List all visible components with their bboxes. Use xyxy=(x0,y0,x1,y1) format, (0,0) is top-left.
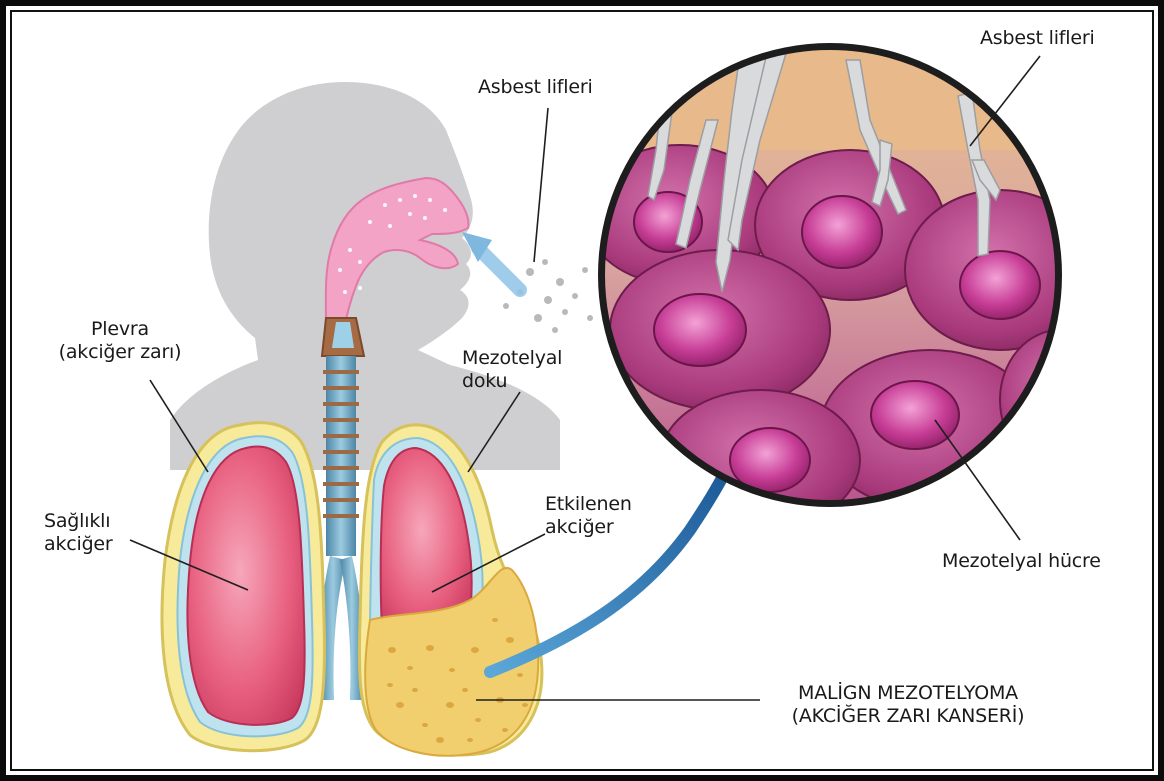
larynx xyxy=(322,318,364,356)
label-line: MALİGN MEZOTELYOMA xyxy=(758,682,1058,705)
affected-lung xyxy=(359,425,542,756)
label-malign-mezotelyoma: MALİGN MEZOTELYOMA (AKCİĞER ZARI KANSERİ… xyxy=(758,682,1058,728)
label-line: Sağlıklı xyxy=(44,510,113,533)
healthy-lung xyxy=(162,423,324,751)
label-mezotelyal-hucre: Mezotelyal hücre xyxy=(942,550,1101,573)
magnified-cell-view xyxy=(585,40,1120,530)
inhale-arrow xyxy=(462,232,520,290)
label-text: Mezotelyal hücre xyxy=(942,550,1101,573)
label-plevra: Plevra (akciğer zarı) xyxy=(40,318,200,364)
label-text: Asbest lifleri xyxy=(478,76,593,99)
label-text: Asbest lifleri xyxy=(980,27,1095,50)
label-line: Mezotelyal xyxy=(462,347,562,370)
label-asbest-lifleri-top: Asbest lifleri xyxy=(980,27,1095,50)
label-line: doku xyxy=(462,370,562,393)
label-asbest-lifleri-center: Asbest lifleri xyxy=(478,76,593,99)
label-etkilenen-akciger: Etkilenen akciğer xyxy=(545,493,632,539)
label-saglikli-akciger: Sağlıklı akciğer xyxy=(44,510,113,556)
label-line: Etkilenen xyxy=(545,493,632,516)
label-line: akciğer xyxy=(545,516,632,539)
leader-asbest-center xyxy=(534,108,548,262)
label-mezotelyal-doku: Mezotelyal doku xyxy=(462,347,562,393)
label-line: Plevra xyxy=(40,318,200,341)
label-line: akciğer xyxy=(44,533,113,556)
label-line: (AKCİĞER ZARI KANSERİ) xyxy=(758,705,1058,728)
label-line: (akciğer zarı) xyxy=(40,341,200,364)
